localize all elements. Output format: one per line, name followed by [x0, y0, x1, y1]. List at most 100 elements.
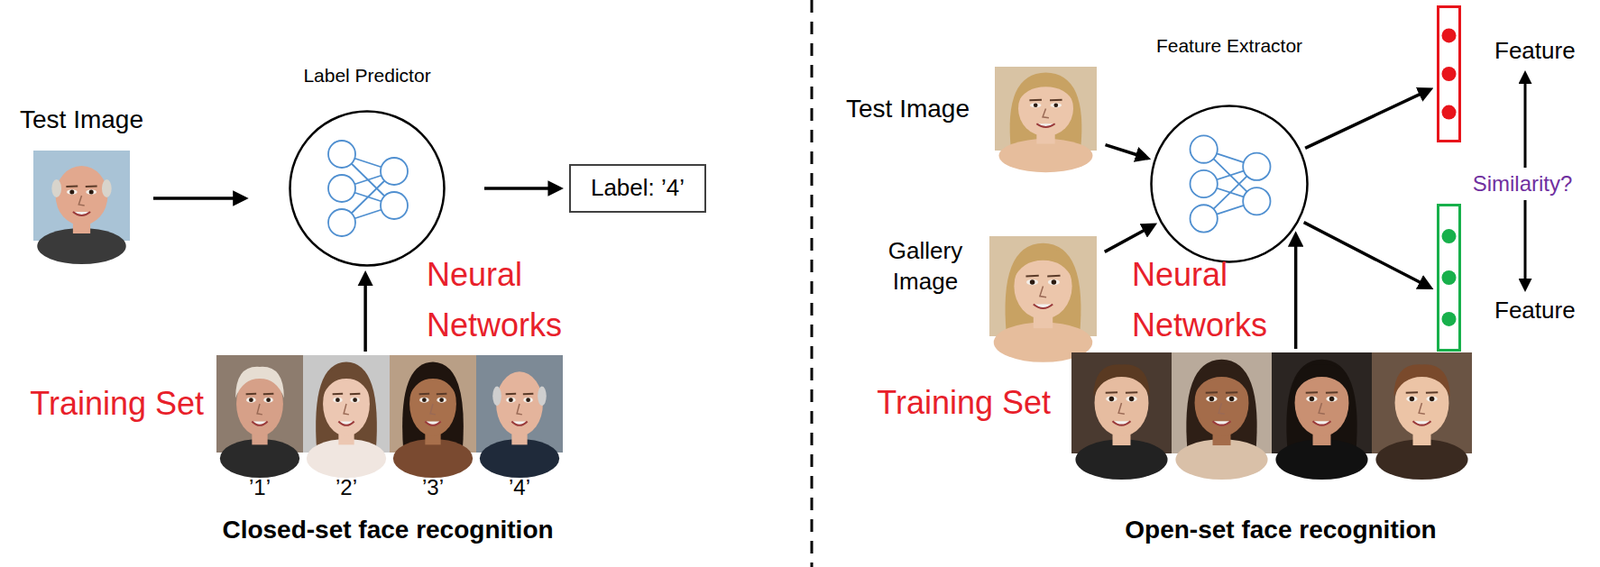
class-label: ’3’ — [422, 475, 444, 501]
eye — [335, 397, 341, 403]
node-shape — [1071, 352, 1472, 454]
class-label: ’4’ — [508, 475, 531, 501]
eye-white — [1325, 395, 1337, 402]
face-photo — [1271, 352, 1372, 480]
mouth — [424, 421, 441, 425]
network-caption: Neural Networks — [1131, 249, 1290, 351]
shoulders — [1175, 439, 1268, 480]
eyebrow — [1029, 99, 1042, 102]
test-image: Test Image — [994, 66, 1097, 151]
eyebrow — [1425, 391, 1438, 395]
hair — [1393, 364, 1450, 397]
photo-background — [1371, 352, 1472, 454]
neuron — [1242, 153, 1270, 181]
photo-background — [989, 236, 1097, 337]
eye-white — [505, 397, 516, 404]
photo-background — [389, 355, 477, 453]
eye — [69, 190, 74, 195]
eye-white — [1105, 395, 1117, 402]
eyebrow — [349, 393, 361, 396]
eye-white — [436, 397, 447, 404]
label-predictor-circle: Label Predictor — [288, 110, 446, 267]
nose — [1418, 403, 1426, 414]
hair — [1186, 359, 1257, 454]
mouth — [511, 421, 527, 425]
face-photo — [389, 355, 477, 479]
arrow-connector — [1294, 243, 1298, 350]
neuron — [1190, 170, 1218, 198]
vector-dot — [1442, 105, 1457, 120]
hair — [537, 386, 547, 407]
eye-white — [66, 189, 78, 195]
arrow-connector — [1105, 145, 1140, 157]
vector-dot — [1442, 270, 1457, 286]
node-label: Feature — [1494, 297, 1576, 325]
photo-background — [1071, 352, 1172, 454]
eyebrow — [505, 393, 517, 396]
shoulders — [393, 439, 473, 479]
node-shape — [994, 66, 1097, 151]
eye — [508, 397, 514, 403]
eye — [89, 190, 94, 195]
mouth — [1313, 421, 1332, 425]
hair — [1010, 73, 1083, 151]
node-label: Test Image — [845, 93, 970, 123]
feature-vector: Feature — [1436, 5, 1462, 143]
eyebrow — [1025, 275, 1039, 278]
nose — [257, 404, 263, 415]
nose — [343, 404, 350, 415]
eye-white — [1425, 395, 1437, 402]
face-photo — [216, 355, 304, 479]
eyebrow — [436, 393, 448, 396]
hair — [492, 386, 502, 407]
hair — [321, 367, 371, 399]
shoulders — [1275, 439, 1368, 480]
mouth — [1112, 421, 1132, 425]
feature-vector-icon — [1438, 205, 1461, 351]
node-label: Feature — [1494, 37, 1576, 65]
similarity-arrow — [1524, 200, 1527, 282]
network-outline — [1151, 106, 1308, 263]
eyebrow — [1125, 391, 1138, 395]
hair — [51, 179, 62, 198]
panel-title: Open-set face recognition — [1124, 515, 1436, 545]
face-photo — [994, 66, 1097, 173]
photo-background — [1271, 352, 1372, 454]
hair — [1012, 248, 1074, 281]
eye-white — [1205, 395, 1217, 402]
node-shape — [989, 236, 1097, 337]
face-photo — [303, 355, 390, 479]
eyebrow — [85, 185, 98, 189]
eyebrow — [1105, 391, 1118, 395]
class-label: ’2’ — [335, 475, 358, 501]
nose — [1218, 403, 1225, 414]
mouth — [1213, 421, 1232, 425]
mouth — [1033, 303, 1053, 308]
eyebrow — [263, 393, 275, 396]
arrow-connector — [1305, 92, 1423, 148]
neural-network-icon — [290, 111, 445, 267]
node-label: Test Image — [19, 105, 144, 135]
shoulders — [1075, 439, 1168, 480]
hair — [101, 179, 112, 198]
vector-dot — [1442, 27, 1457, 43]
hair — [1293, 364, 1350, 397]
neuron — [1190, 204, 1218, 232]
photo-background — [216, 355, 304, 453]
eye-white — [1305, 395, 1317, 402]
node-label: Feature Extractor — [1156, 35, 1303, 57]
shoulders — [999, 138, 1094, 173]
vector-dot — [1442, 229, 1457, 244]
neuron — [328, 140, 356, 168]
nose — [516, 404, 523, 415]
eye-white — [85, 189, 97, 195]
neural-network-icon — [1151, 106, 1308, 263]
eye — [525, 397, 531, 403]
eye-white — [1050, 102, 1062, 108]
eye-white — [246, 397, 257, 404]
eyebrow — [332, 393, 344, 396]
node-label: Training Set — [29, 385, 204, 423]
class-label: ’1’ — [248, 475, 271, 501]
